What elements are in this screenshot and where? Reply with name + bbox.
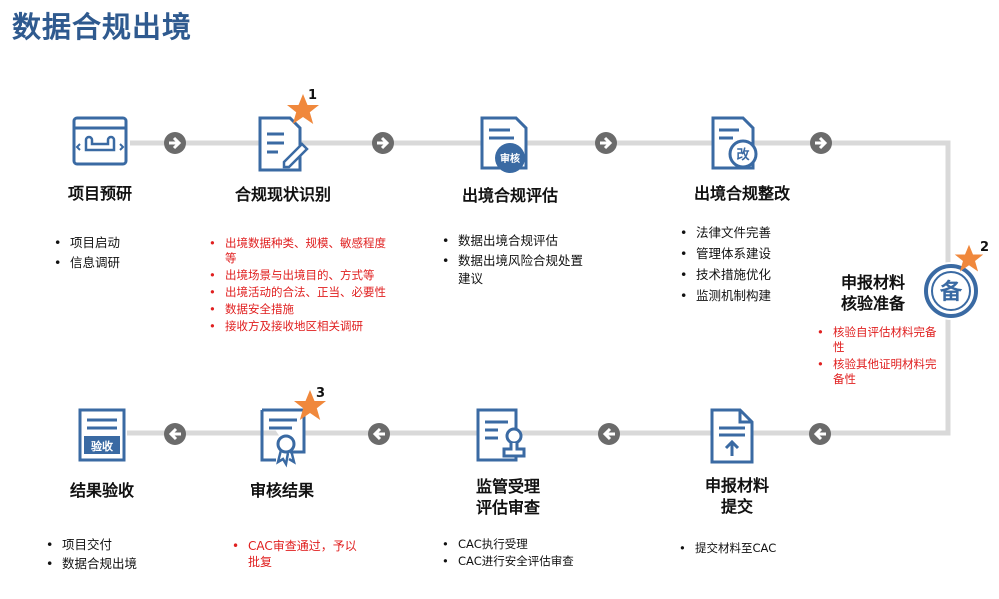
regulator-stamp-icon bbox=[470, 404, 534, 468]
title-line: 监管受理 bbox=[475, 477, 540, 496]
list-item: 技术措施优化 bbox=[678, 264, 808, 285]
list-item: 法律文件完善 bbox=[678, 222, 808, 243]
acceptance-document-icon: 验收 bbox=[70, 404, 134, 468]
step-title-regulatory-review: 监管受理 评估审查 bbox=[438, 476, 578, 518]
step-title-project-research: 项目预研 bbox=[67, 184, 132, 203]
arrow-right-icon bbox=[594, 131, 618, 155]
review-badge-icon: 审核 bbox=[474, 112, 538, 176]
list-item: 监测机制构建 bbox=[678, 285, 808, 306]
list-item: 出境活动的合法、正当、必要性 bbox=[207, 285, 387, 300]
title-line: 评估审查 bbox=[475, 498, 540, 517]
arrow-left-icon bbox=[367, 422, 391, 446]
step-list-regulatory-review: CAC执行受理 CAC进行安全评估审查 bbox=[440, 537, 575, 569]
certificate-icon bbox=[254, 404, 318, 468]
arrow-right-icon bbox=[163, 131, 187, 155]
star-number-3: 3 bbox=[316, 386, 326, 401]
step-list-material-submission: 提交材料至CAC bbox=[677, 538, 817, 558]
step-title-review-result: 审核结果 bbox=[249, 481, 314, 500]
page-title: 数据合规出境 bbox=[12, 10, 193, 44]
star-number-1: 1 bbox=[308, 88, 318, 103]
arrow-right-icon bbox=[809, 131, 833, 155]
star-icon bbox=[285, 92, 321, 128]
list-item: 数据出境风险合规处置建议 bbox=[440, 252, 590, 288]
step-title-compliance-assessment: 出境合规评估 bbox=[461, 186, 558, 205]
submit-document-icon bbox=[700, 404, 764, 468]
title-line: 申报材料 bbox=[704, 476, 769, 495]
title-line: 核验准备 bbox=[840, 294, 905, 313]
step-title-material-submission: 申报材料 提交 bbox=[672, 475, 802, 517]
step-list-result-acceptance: 项目交付 数据合规出境 bbox=[44, 535, 174, 573]
title-line: 提交 bbox=[720, 497, 753, 516]
rectify-icon-text: 改 bbox=[736, 147, 750, 163]
list-item: 出境场景与出境目的、方式等 bbox=[207, 268, 387, 283]
arrow-right-icon bbox=[371, 131, 395, 155]
list-item: CAC审查通过，予以批复 bbox=[230, 538, 360, 570]
list-item: 信息调研 bbox=[52, 253, 172, 273]
star-icon bbox=[292, 388, 328, 424]
list-item: 出境数据种类、规模、敏感程度等 bbox=[207, 236, 387, 266]
rectify-document-icon: 改 bbox=[703, 112, 767, 176]
step-list-compliance-assessment: 数据出境合规评估 数据出境风险合规处置建议 bbox=[440, 232, 590, 288]
step-list-project-research: 项目启动 信息调研 bbox=[52, 233, 172, 273]
step-list-material-verification: 核验自评估材料完备性 核验其他证明材料完备性 bbox=[815, 325, 945, 389]
filing-icon-text: 备 bbox=[939, 279, 963, 305]
arrow-left-icon bbox=[597, 422, 621, 446]
step-title-compliance-rectification: 出境合规整改 bbox=[693, 184, 790, 203]
step-list-compliance-identification: 出境数据种类、规模、敏感程度等 出境场景与出境目的、方式等 出境活动的合法、正当… bbox=[207, 236, 387, 336]
list-item: 项目交付 bbox=[44, 535, 174, 554]
list-item: 管理体系建设 bbox=[678, 243, 808, 264]
list-item: 接收方及接收地区相关调研 bbox=[207, 319, 387, 334]
list-item: CAC执行受理 bbox=[440, 537, 575, 552]
list-item: 数据安全措施 bbox=[207, 302, 387, 317]
step-title-result-acceptance: 结果验收 bbox=[69, 481, 134, 500]
document-pen-icon bbox=[250, 112, 314, 176]
list-item: 提交材料至CAC bbox=[677, 538, 817, 558]
arrow-left-icon bbox=[808, 422, 832, 446]
browser-sofa-icon bbox=[68, 110, 132, 174]
review-icon-text: 审核 bbox=[500, 152, 520, 165]
list-item: 数据合规出境 bbox=[44, 554, 174, 573]
list-item: CAC进行安全评估审查 bbox=[440, 554, 575, 569]
step-title-compliance-identification: 合规现状识别 bbox=[234, 185, 331, 204]
list-item: 核验自评估材料完备性 bbox=[815, 325, 945, 355]
list-item: 核验其他证明材料完备性 bbox=[815, 357, 945, 387]
star-number-2: 2 bbox=[980, 240, 990, 255]
step-list-review-result: CAC审查通过，予以批复 bbox=[230, 538, 360, 572]
step-list-compliance-rectification: 法律文件完善 管理体系建设 技术措施优化 监测机制构建 bbox=[678, 222, 808, 306]
list-item: 项目启动 bbox=[52, 233, 172, 253]
step-title-material-verification: 申报材料 核验准备 bbox=[818, 272, 928, 314]
star-icon bbox=[953, 243, 985, 275]
title-line: 申报材料 bbox=[840, 273, 905, 292]
arrow-left-icon bbox=[163, 422, 187, 446]
list-item: 数据出境合规评估 bbox=[440, 232, 590, 250]
acceptance-icon-text: 验收 bbox=[91, 439, 113, 453]
filing-circle-icon: 备 bbox=[922, 262, 980, 320]
